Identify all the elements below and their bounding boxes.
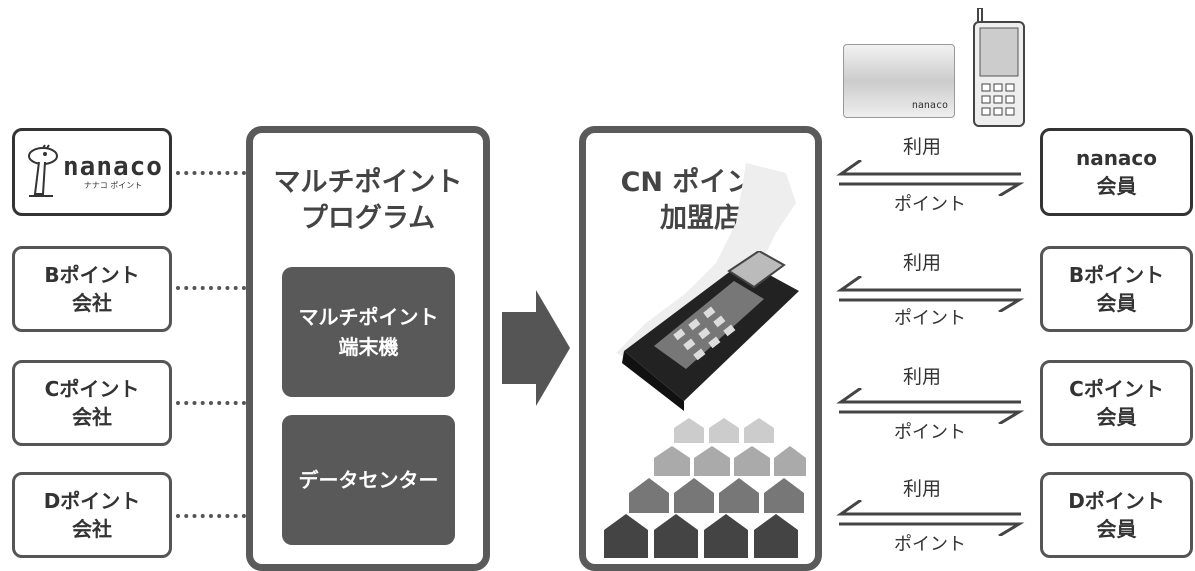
company-d-line2: 会社 — [72, 517, 112, 541]
exchange-arrows-4 — [836, 500, 1025, 536]
point-label-3: ポイント — [894, 422, 966, 443]
use-label-4: 利用 — [902, 478, 941, 500]
member-nanaco-line1: nanaco — [1075, 146, 1158, 170]
member-d-line1: Dポイント — [1068, 489, 1165, 513]
company-box-c: Cポイント 会社 — [12, 360, 172, 446]
payment-terminal-icon — [622, 251, 799, 411]
giraffe-icon — [28, 144, 59, 197]
mobile-phone-icon — [973, 8, 1025, 127]
japan-map-icon — [616, 163, 796, 363]
member-box-c: Cポイント 会員 — [1040, 360, 1193, 446]
member-b-line2: 会員 — [1096, 291, 1137, 315]
connector-dots-4 — [176, 514, 246, 522]
data-center-box: データセンター — [282, 415, 455, 545]
point-label-1: ポイント — [894, 194, 966, 215]
data-center-label: データセンター — [298, 468, 439, 492]
company-c-line1: Cポイント — [44, 377, 140, 401]
point-label-4: ポイント — [894, 534, 966, 555]
member-box-b: Bポイント 会員 — [1040, 246, 1193, 332]
multi-point-program-box: マルチポイント プログラム マルチポイント 端末機 データセンター — [246, 126, 490, 571]
card-brand-text: nanaco — [911, 100, 948, 111]
member-d-line2: 会員 — [1096, 517, 1137, 541]
merchant-title-2: 加盟店 — [660, 203, 741, 234]
multi-program-title-1: マルチポイント — [273, 167, 463, 198]
houses-icon — [604, 418, 806, 558]
terminal-line1: マルチポイント — [298, 305, 439, 329]
multi-point-terminal-box: マルチポイント 端末機 — [282, 267, 455, 397]
nanaco-card-icon: nanaco — [843, 44, 955, 118]
connector-dots-2 — [176, 286, 246, 294]
exchange-arrows-1 — [836, 160, 1025, 196]
exchange-arrows-3 — [836, 388, 1025, 424]
cn-point-merchant-box: CN ポイント 加盟店 — [579, 126, 822, 571]
member-c-line1: Cポイント — [1069, 377, 1164, 401]
terminal-line2: 端末機 — [338, 335, 399, 359]
member-nanaco-line2: 会員 — [1096, 174, 1137, 198]
company-box-nanaco: nanaco ナナコ ポイント — [12, 128, 172, 216]
nanaco-logo-sub: ナナコ ポイント — [83, 181, 143, 190]
use-label-1: 利用 — [902, 136, 941, 158]
member-b-line1: Bポイント — [1068, 263, 1165, 287]
point-label-2: ポイント — [894, 308, 966, 329]
company-d-line1: Dポイント — [43, 489, 141, 513]
company-b-line1: Bポイント — [44, 263, 140, 287]
member-box-d: Dポイント 会員 — [1040, 472, 1193, 558]
company-c-line2: 会社 — [72, 405, 112, 429]
use-label-2: 利用 — [902, 252, 941, 274]
flow-arrow-icon — [502, 290, 570, 406]
connector-dots-1 — [176, 171, 246, 179]
exchange-arrows-2 — [836, 276, 1025, 312]
nanaco-logo: nanaco ナナコ ポイント — [21, 144, 163, 200]
multi-program-title-2: プログラム — [300, 203, 436, 234]
member-box-nanaco: nanaco 会員 — [1040, 128, 1193, 216]
use-label-3: 利用 — [902, 366, 941, 388]
nanaco-logo-text: nanaco — [63, 152, 163, 182]
member-c-line2: 会員 — [1096, 405, 1137, 429]
company-box-b: Bポイント 会社 — [12, 246, 172, 332]
connector-dots-3 — [176, 401, 246, 409]
company-box-d: Dポイント 会社 — [12, 472, 172, 558]
company-b-line2: 会社 — [72, 291, 112, 315]
